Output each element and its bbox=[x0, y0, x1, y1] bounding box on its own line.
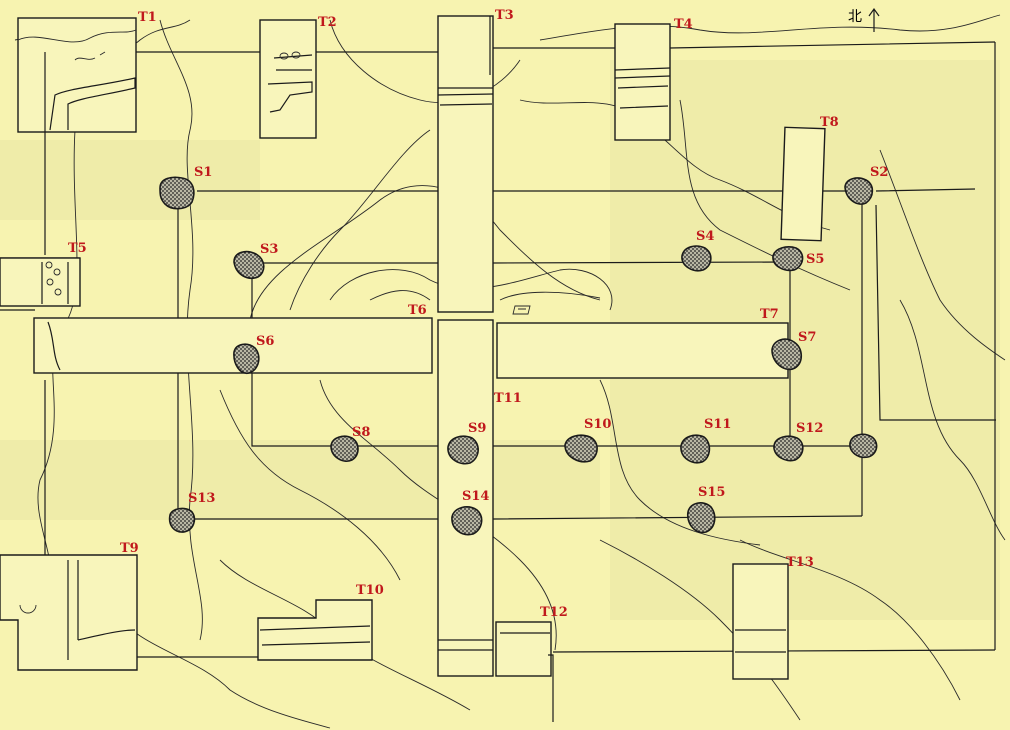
stone-label-s5: S5 bbox=[806, 252, 824, 267]
stone-s5 bbox=[772, 246, 804, 272]
north-arrow: 北 bbox=[848, 7, 880, 32]
stone-label-s13: S13 bbox=[188, 491, 215, 506]
trench-t3 bbox=[437, 15, 494, 313]
trench-t7 bbox=[496, 322, 789, 379]
trenches bbox=[0, 15, 826, 722]
stone-s14 bbox=[451, 506, 483, 536]
trench-label-t6: T6 bbox=[408, 303, 427, 318]
trench-label-t1: T1 bbox=[138, 10, 157, 25]
trench-label-t13: T13 bbox=[786, 555, 814, 570]
stone-s7 bbox=[771, 338, 803, 371]
stone-label-s8: S8 bbox=[352, 425, 370, 440]
stone-label-s2: S2 bbox=[870, 165, 888, 180]
trench-label-t12: T12 bbox=[540, 605, 568, 620]
stone-s11 bbox=[680, 434, 711, 464]
stone-label-s11: S11 bbox=[704, 417, 731, 432]
trench-t13 bbox=[732, 563, 789, 680]
stone-label-s6: S6 bbox=[256, 334, 274, 349]
trench-t6 bbox=[33, 305, 531, 374]
trench-label-t3: T3 bbox=[495, 8, 514, 23]
stone-s9 bbox=[447, 435, 479, 465]
stone-labels: S1 S2 S3 S4 S5 S6 S7 S8 S9 S10 S11 S12 S… bbox=[188, 165, 888, 506]
trench-label-t2: T2 bbox=[318, 15, 337, 30]
trench-t12 bbox=[495, 621, 554, 722]
trench-label-t10: T10 bbox=[356, 583, 384, 598]
trench-t10 bbox=[257, 599, 373, 661]
stone-label-s15: S15 bbox=[698, 485, 725, 500]
north-label: 北 bbox=[848, 9, 862, 25]
stone-s10 bbox=[564, 434, 598, 463]
trench-label-t5: T5 bbox=[68, 241, 87, 256]
stone-s12 bbox=[773, 435, 804, 462]
stone-label-s9: S9 bbox=[468, 421, 486, 436]
stone-s2 bbox=[844, 177, 874, 205]
stone-s15 bbox=[686, 502, 716, 534]
trench-t1 bbox=[17, 17, 137, 133]
trench-label-t7: T7 bbox=[760, 307, 779, 322]
stone-label-s14: S14 bbox=[462, 489, 489, 504]
stones bbox=[159, 176, 878, 536]
trench-label-t9: T9 bbox=[120, 541, 139, 556]
trench-label-t8: T8 bbox=[820, 115, 839, 130]
stone-label-s1: S1 bbox=[194, 165, 212, 180]
trench-t4 bbox=[614, 23, 671, 141]
stone-s6 bbox=[233, 343, 260, 374]
stone-label-s3: S3 bbox=[260, 242, 278, 257]
stone-s3 bbox=[233, 250, 265, 279]
stone-s13 bbox=[168, 507, 196, 533]
trench-t9 bbox=[0, 554, 138, 671]
stone-label-s12: S12 bbox=[796, 421, 823, 436]
stone-label-s7: S7 bbox=[798, 330, 816, 345]
stone-label-s4: S4 bbox=[696, 229, 714, 244]
trench-labels: T1 T2 T3 T4 T5 T6 T7 T8 T9 T10 T11 T12 T… bbox=[68, 8, 839, 620]
trench-t8 bbox=[780, 126, 826, 242]
trench-t5 bbox=[0, 257, 81, 307]
stone-s4 bbox=[681, 245, 712, 272]
stone-label-s10: S10 bbox=[584, 417, 611, 432]
trench-t11 bbox=[437, 319, 494, 677]
stone-s16 bbox=[849, 433, 878, 459]
trench-label-t11: T11 bbox=[494, 391, 522, 406]
trench-t2 bbox=[259, 19, 317, 139]
stone-s1 bbox=[159, 176, 195, 210]
stone-s8 bbox=[330, 435, 359, 462]
trench-label-t4: T4 bbox=[674, 17, 693, 32]
